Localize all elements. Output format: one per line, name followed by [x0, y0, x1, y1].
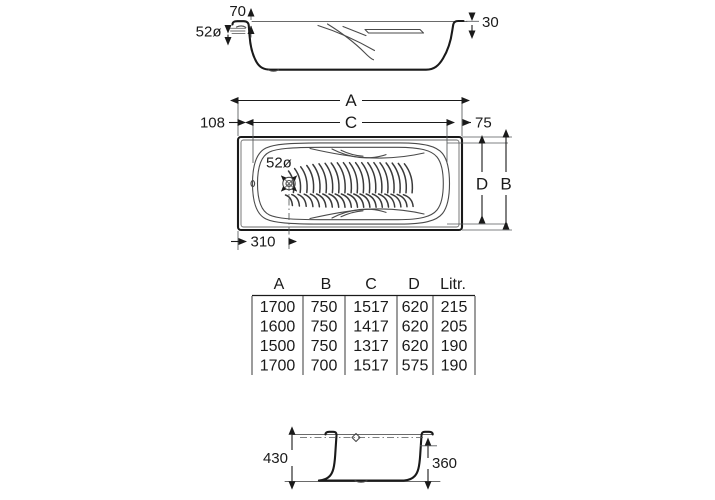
table-row: 1500 750 1317 620 190: [260, 338, 468, 355]
tub-plan-outline: [236, 135, 464, 232]
dim-inner-depth: 360: [420, 437, 457, 490]
tub-bottom-swirl-detail: [309, 208, 425, 220]
dim-label-drain-offset: 310: [250, 234, 275, 251]
table-cell: 620: [402, 299, 429, 316]
dim-label-right-edge: 75: [475, 115, 492, 132]
table-cell: 1600: [260, 319, 296, 336]
dimension-table: A B C D Litr. 1700 750 1517 620 215 1600…: [251, 276, 476, 375]
table-cell: 1500: [260, 338, 296, 355]
table-cell: 620: [402, 319, 429, 336]
dim-label-inner-depth: 360: [432, 455, 457, 472]
table-row: 1600 750 1417 620 205: [260, 319, 468, 336]
dim-label-b: B: [500, 175, 511, 194]
table-cell: 700: [311, 358, 338, 375]
table-cell: 575: [402, 358, 429, 375]
dim-rim-left-offset: 70: [229, 3, 255, 38]
table-cell: 190: [441, 358, 468, 375]
dim-drain-offset: 310: [231, 234, 297, 251]
dim-label-rim-right-height: 30: [482, 14, 499, 31]
table-cell: 1700: [260, 299, 296, 316]
dim-width-inner: D: [476, 135, 488, 224]
dim-label-a: A: [345, 91, 357, 110]
table-cell: 620: [402, 338, 429, 355]
table-cell: 205: [441, 319, 468, 336]
side-elevation-view: 52ø 70 30: [196, 3, 499, 72]
table-cell: 1517: [353, 299, 389, 316]
table-cell: 750: [311, 319, 338, 336]
drain-hole-symbol: [281, 175, 297, 192]
table-header-c: C: [365, 276, 377, 293]
dim-label-rim-left-offset: 70: [229, 3, 246, 20]
dim-label-c: C: [345, 113, 357, 132]
table-header-d: D: [408, 276, 420, 293]
cross-section-view: 430 360: [263, 426, 457, 490]
overflow-slot-detail: [228, 25, 247, 34]
overflow-marker-plan: [250, 180, 256, 188]
tub-bowl-inner-contour: [256, 146, 444, 221]
dim-label-overall-depth: 430: [263, 450, 288, 467]
tub-section-outline: [317, 430, 434, 482]
anti-slip-rib-pattern: [284, 161, 414, 208]
dim-length-inner: C: [245, 113, 455, 132]
table-row: 1700 750 1517 620 215: [260, 299, 468, 316]
table-cell: 1700: [260, 358, 296, 375]
dim-overall-depth: 430: [263, 426, 296, 490]
tub-side-outline: [231, 19, 465, 71]
plan-view: 52ø A C 108 75: [200, 91, 512, 251]
table-cell: 1517: [353, 358, 389, 375]
dim-label-d: D: [476, 175, 488, 194]
dim-overflow-diameter: 52ø: [196, 24, 232, 46]
tub-top-swirl-detail: [309, 147, 425, 159]
table-cell: 750: [311, 299, 338, 316]
table-cell: 1317: [353, 338, 389, 355]
tub-interior-contours: [317, 23, 425, 61]
dim-rim-right-height: 30: [466, 12, 499, 39]
tub-bowl-outer-contour: [251, 142, 451, 225]
table-cell: 190: [441, 338, 468, 355]
table-row: 1700 700 1517 575 190: [260, 358, 468, 375]
table-cell: 215: [441, 299, 468, 316]
table-header-litr: Litr.: [440, 276, 466, 293]
dim-right-edge: 75: [462, 115, 492, 132]
tub-plan-rim-inner: [240, 139, 460, 228]
dim-left-edge: 108: [200, 115, 246, 132]
dim-label-left-edge: 108: [200, 115, 225, 132]
table-cell: 1417: [353, 319, 389, 336]
drain-center-marker: [351, 432, 361, 443]
dim-length-overall: A: [230, 91, 470, 110]
dim-width-overall: B: [500, 129, 512, 230]
table-header-a: A: [274, 276, 285, 293]
dim-label-overflow-dia: 52ø: [196, 24, 222, 41]
section-base-foot: [354, 480, 368, 483]
tub-base-foot: [267, 69, 280, 72]
dim-label-waste-dia: 52ø: [266, 155, 292, 172]
table-header-b: B: [321, 276, 332, 293]
table-cell: 750: [311, 338, 338, 355]
